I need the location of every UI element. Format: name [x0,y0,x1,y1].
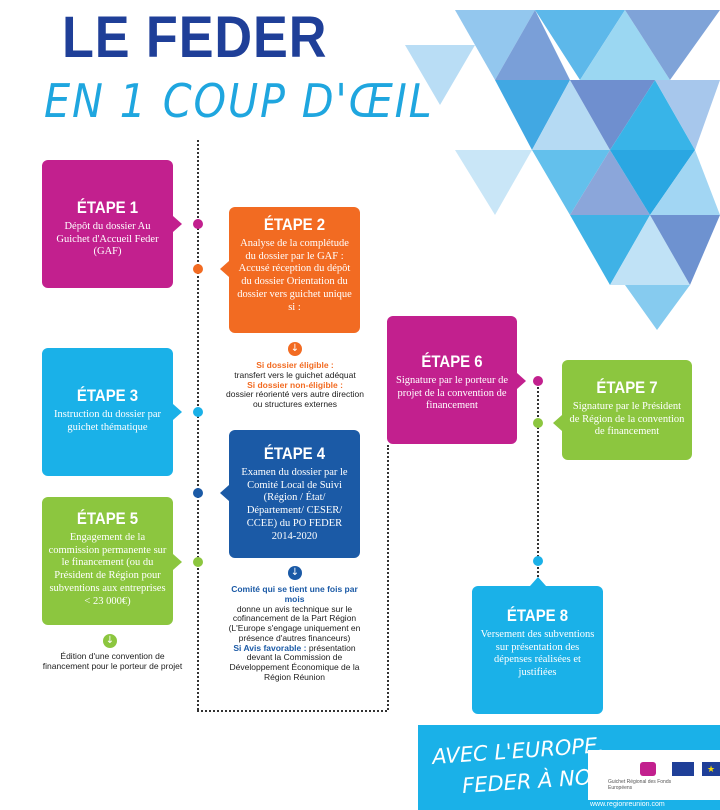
timeline-line-right [387,445,389,710]
step-5-card: ÉTAPE 5 Engagement de la commission perm… [42,497,173,625]
timeline-dot [533,556,543,566]
step-4-pointer [220,485,229,501]
step-4-card: ÉTAPE 4 Examen du dossier par le Comité … [229,430,360,558]
step-3-text: Instruction du dossier par guichet théma… [53,408,162,433]
comite-note: Comité qui se tient une fois par mois do… [222,584,367,683]
step-3-label: ÉTAPE 3 [76,386,139,405]
slogan-line-2: FEDER À NOU [461,763,608,799]
step-7-pointer [553,415,562,431]
non-eligible-label: Si dossier non-éligible : [247,379,343,390]
step-1-pointer [173,216,182,232]
step-7-label: ÉTAPE 7 [596,378,658,397]
comite-label: Comité qui se tient une fois par mois [231,584,358,604]
step-6-label: ÉTAPE 6 [421,352,483,371]
edition-text: Édition d'une convention de financement … [42,651,183,671]
step-2-text: Analyse de la complétude du dossier par … [237,237,352,313]
timeline-dot [193,488,203,498]
edition-note: Édition d'une convention de financement … [40,651,185,672]
step-4-label: ÉTAPE 4 [263,444,326,463]
region-reunion-logo-icon [672,762,694,776]
step-5-label: ÉTAPE 5 [76,509,139,528]
page-subtitle: EN 1 COUP D'ŒIL [44,74,434,128]
favorable-text: présentation devant la Commission de Dév… [229,642,360,682]
step-5-text: Engagement de la commission permanente s… [48,531,167,607]
step-2-pointer [220,261,229,277]
timeline-dot [533,376,543,386]
timeline-dot [533,418,543,428]
timeline-line-bottom [197,710,387,712]
step-7-text: Signature par le Président de Région de … [569,400,685,438]
step-2-card: ÉTAPE 2 Analyse de la complétude du doss… [229,207,360,333]
arrow-down-icon: ↓ [288,342,302,356]
page-title: LE FEDER [62,5,328,70]
step-8-label: ÉTAPE 8 [506,606,569,625]
step-7-card: ÉTAPE 7 Signature par le Président de Ré… [562,360,692,460]
comite-text: donne un avis technique sur le cofinance… [228,603,361,643]
non-eligible-text: dossier réorienté vers autre direction o… [226,389,364,410]
partner-label: Guichet Régional des Fonds Européens [608,779,672,791]
arrow-down-icon: ↓ [288,566,302,580]
step-6-card: ÉTAPE 6 Signature par le porteur de proj… [387,316,517,444]
step-4-text: Examen du dossier par le Comité Local de… [241,466,348,542]
timeline-line [197,140,199,710]
timeline-dot [193,219,203,229]
footer-banner: AVEC L'EUROPE, FEDER À NOU ★ Guichet Rég… [418,725,720,810]
partner-panel: ★ Guichet Régional des Fonds Européens [588,750,720,800]
step-2-label: ÉTAPE 2 [263,215,326,234]
step-6-pointer [517,373,526,389]
step-8-pointer [530,577,546,586]
eligible-label: Si dossier éligible : [256,360,334,370]
timeline-line-branch [537,380,539,580]
eligibility-note: Si dossier éligible : transfert vers le … [225,360,365,410]
timeline-dot [193,264,203,274]
decorative-triangles [405,10,720,330]
slogan-line-1: AVEC L'EUROPE, [431,733,605,769]
step-8-text: Versement des subventions sur présentati… [480,628,595,679]
arrow-down-icon: ↓ [103,634,117,648]
step-5-pointer [173,554,182,570]
step-1-text: Dépôt du dossier Au Guichet d'Accueil Fe… [56,220,159,258]
footer-url[interactable]: www.regionreunion.com [590,801,665,808]
eligible-text: transfert vers le guichet adéquat [234,369,356,380]
step-6-text: Signature par le porteur de projet de la… [396,374,508,412]
step-3-pointer [173,404,182,420]
step-1-card: ÉTAPE 1 Dépôt du dossier Au Guichet d'Ac… [42,160,173,288]
region-logo-icon [640,762,656,776]
timeline-dot [193,407,203,417]
eu-flag-icon: ★ [702,762,720,776]
step-8-card: ÉTAPE 8 Versement des subventions sur pr… [472,586,603,714]
step-3-card: ÉTAPE 3 Instruction du dossier par guich… [42,348,173,476]
step-1-label: ÉTAPE 1 [76,198,139,217]
timeline-dot [193,557,203,567]
favorable-label: Si Avis favorable : [233,642,307,653]
